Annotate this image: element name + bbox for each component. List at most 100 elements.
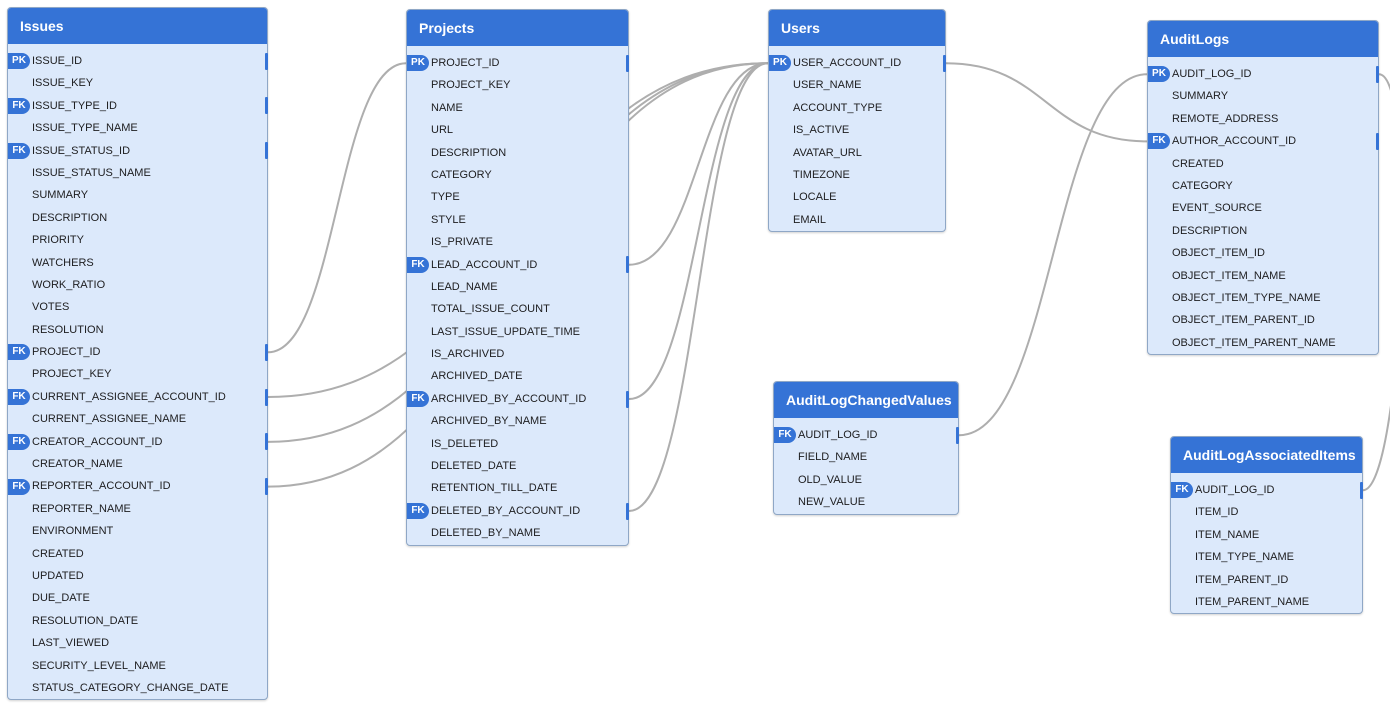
connection-port[interactable] [956,426,959,444]
field-row-email[interactable]: EMAIL [769,209,945,231]
field-row-account-type[interactable]: ACCOUNT_TYPE [769,97,945,119]
field-row-object-item-id[interactable]: OBJECT_ITEM_ID [1148,242,1378,264]
field-row-created[interactable]: CREATED [1148,153,1378,175]
field-row-field-name[interactable]: FIELD_NAME [774,446,958,468]
connection-port[interactable] [1376,132,1379,150]
field-row-item-type-name[interactable]: ITEM_TYPE_NAME [1171,546,1362,568]
connection-port[interactable] [626,54,629,72]
field-row-url[interactable]: URL [407,119,628,141]
field-row-object-item-type-name[interactable]: OBJECT_ITEM_TYPE_NAME [1148,287,1378,309]
field-row-description[interactable]: DESCRIPTION [407,142,628,164]
field-row-deleted-date[interactable]: DELETED_DATE [407,455,628,477]
field-row-lead-name[interactable]: LEAD_NAME [407,276,628,298]
field-row-watchers[interactable]: WATCHERS [8,252,267,274]
field-row-project-key[interactable]: PROJECT_KEY [8,363,267,385]
field-row-reporter-name[interactable]: REPORTER_NAME [8,498,267,520]
field-row-category[interactable]: CATEGORY [407,164,628,186]
connection-port[interactable] [265,433,268,451]
connection-port[interactable] [1376,65,1379,83]
field-row-name[interactable]: NAME [407,97,628,119]
field-row-event-source[interactable]: EVENT_SOURCE [1148,197,1378,219]
table-header-users[interactable]: Users [769,10,945,46]
field-row-creator-name[interactable]: CREATOR_NAME [8,453,267,475]
field-row-resolution[interactable]: RESOLUTION [8,319,267,341]
field-row-issue-type-name[interactable]: ISSUE_TYPE_NAME [8,117,267,139]
field-row-category[interactable]: CATEGORY [1148,175,1378,197]
field-row-summary[interactable]: SUMMARY [8,184,267,206]
field-row-last-viewed[interactable]: LAST_VIEWED [8,632,267,654]
field-row-item-id[interactable]: ITEM_ID [1171,501,1362,523]
connection-port[interactable] [265,343,268,361]
field-row-is-active[interactable]: IS_ACTIVE [769,119,945,141]
field-row-timezone[interactable]: TIMEZONE [769,164,945,186]
field-row-old-value[interactable]: OLD_VALUE [774,469,958,491]
field-row-is-archived[interactable]: IS_ARCHIVED [407,343,628,365]
field-row-total-issue-count[interactable]: TOTAL_ISSUE_COUNT [407,298,628,320]
field-row-archived-by-name[interactable]: ARCHIVED_BY_NAME [407,410,628,432]
connection-port[interactable] [265,388,268,406]
connection-port[interactable] [265,142,268,160]
field-row-deleted-by-name[interactable]: DELETED_BY_NAME [407,522,628,544]
connection-port[interactable] [265,478,268,496]
field-row-type[interactable]: TYPE [407,186,628,208]
connection-port[interactable] [626,390,629,408]
table-header-projects[interactable]: Projects [407,10,628,46]
field-row-locale[interactable]: LOCALE [769,186,945,208]
field-row-new-value[interactable]: NEW_VALUE [774,491,958,513]
field-row-due-date[interactable]: DUE_DATE [8,587,267,609]
field-row-summary[interactable]: SUMMARY [1148,85,1378,107]
table-header-auditlogassociateditems[interactable]: AuditLogAssociatedItems [1171,437,1362,473]
field-row-description[interactable]: DESCRIPTION [8,207,267,229]
field-row-security-level-name[interactable]: SECURITY_LEVEL_NAME [8,655,267,677]
field-row-updated[interactable]: UPDATED [8,565,267,587]
field-row-description[interactable]: DESCRIPTION [1148,220,1378,242]
connection-port[interactable] [626,502,629,520]
field-row-status-category-change-date[interactable]: STATUS_CATEGORY_CHANGE_DATE [8,677,267,699]
field-row-created[interactable]: CREATED [8,543,267,565]
field-row-issue-key[interactable]: ISSUE_KEY [8,72,267,94]
field-row-project-key[interactable]: PROJECT_KEY [407,74,628,96]
field-row-current-assignee-name[interactable]: CURRENT_ASSIGNEE_NAME [8,408,267,430]
table-header-auditlogs[interactable]: AuditLogs [1148,21,1378,57]
field-row-resolution-date[interactable]: RESOLUTION_DATE [8,610,267,632]
field-row-object-item-name[interactable]: OBJECT_ITEM_NAME [1148,265,1378,287]
field-row-style[interactable]: STYLE [407,209,628,231]
field-row-work-ratio[interactable]: WORK_RATIO [8,274,267,296]
field-row-priority[interactable]: PRIORITY [8,229,267,251]
field-row-object-item-parent-name[interactable]: OBJECT_ITEM_PARENT_NAME [1148,332,1378,354]
connection-port[interactable] [265,97,268,115]
field-row-object-item-parent-id[interactable]: OBJECT_ITEM_PARENT_ID [1148,309,1378,331]
field-row-item-parent-id[interactable]: ITEM_PARENT_ID [1171,569,1362,591]
field-row-avatar-url[interactable]: AVATAR_URL [769,142,945,164]
field-row-item-parent-name[interactable]: ITEM_PARENT_NAME [1171,591,1362,613]
connection-port[interactable] [626,256,629,274]
table-header-issues[interactable]: Issues [8,8,267,44]
field-row-archived-date[interactable]: ARCHIVED_DATE [407,365,628,387]
field-row-is-deleted[interactable]: IS_DELETED [407,433,628,455]
connection-port[interactable] [1360,481,1363,499]
field-row-user-name[interactable]: USER_NAME [769,74,945,96]
field-row-is-private[interactable]: IS_PRIVATE [407,231,628,253]
field-row-item-name[interactable]: ITEM_NAME [1171,524,1362,546]
